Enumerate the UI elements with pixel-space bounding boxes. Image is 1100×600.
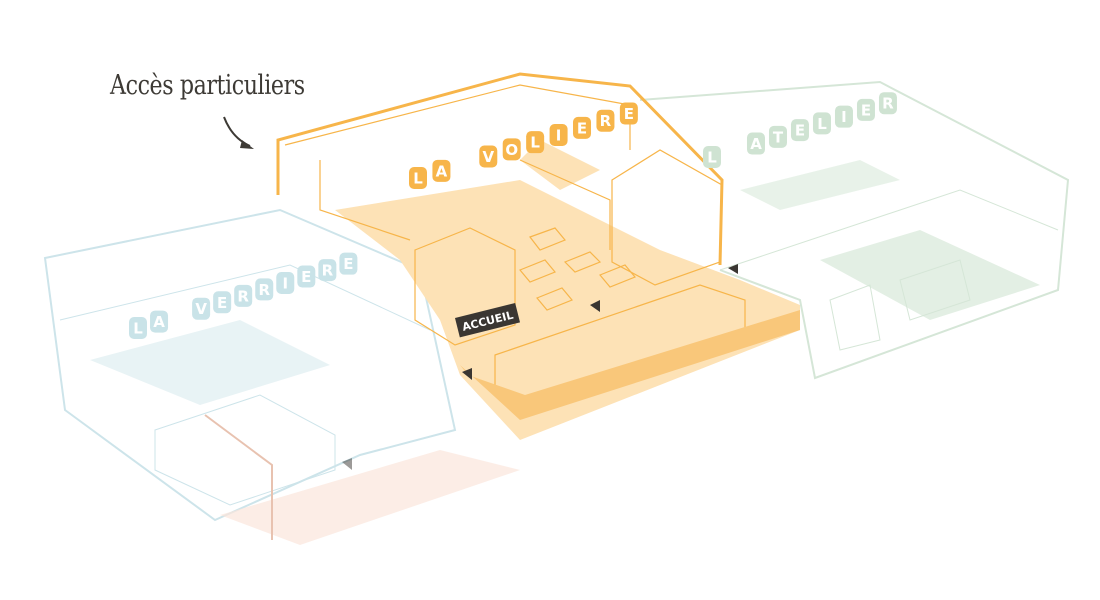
svg-text:R: R — [258, 281, 270, 299]
svg-text:A: A — [153, 313, 165, 331]
zone-label-letter: V — [479, 145, 498, 168]
zone-label-letter: ' — [732, 142, 737, 160]
zone-label-letter: I — [276, 271, 295, 294]
zone-label-letter: T — [768, 125, 787, 148]
zone-atelier[interactable] — [639, 80, 1070, 380]
svg-text:A: A — [436, 162, 448, 180]
zone-label-letter: L — [812, 112, 831, 135]
zone-label-letter: I — [834, 105, 853, 128]
svg-text:I: I — [282, 274, 288, 292]
zone-label-letter: R — [878, 92, 897, 115]
zone-verriere[interactable] — [43, 208, 457, 522]
annotation-label: Accès particuliers — [110, 70, 305, 101]
entrance-marker-icons — [342, 264, 738, 470]
svg-text:E: E — [861, 101, 871, 119]
svg-text:R: R — [882, 95, 894, 113]
svg-text:L: L — [817, 115, 827, 133]
svg-text:E: E — [217, 294, 227, 312]
svg-text:R: R — [600, 112, 612, 130]
zone-label-letter: V — [192, 297, 211, 320]
zone-voliere[interactable] — [276, 72, 800, 440]
zone-label-letter: O — [502, 138, 521, 161]
zone-label-letter: A — [746, 132, 765, 155]
svg-text:E: E — [343, 255, 353, 273]
svg-text:I: I — [841, 108, 847, 126]
zone-label-letter: E — [339, 252, 358, 275]
svg-text:V: V — [482, 148, 494, 166]
zone-label-letter: E — [213, 291, 232, 314]
svg-text:L: L — [413, 170, 423, 188]
svg-text:I: I — [556, 127, 562, 145]
svg-text:L: L — [530, 134, 540, 152]
zone-label-letter: R — [596, 109, 615, 132]
svg-text:E: E — [577, 119, 587, 137]
svg-text:V: V — [195, 300, 207, 318]
zone-label-letter: E — [856, 98, 875, 121]
zone-label-letter: R — [234, 284, 253, 307]
zone-label-letter: R — [318, 259, 337, 282]
svg-text:E: E — [624, 105, 634, 123]
zone-label-letter: A — [150, 310, 169, 333]
svg-text:R: R — [237, 287, 249, 305]
svg-text:': ' — [732, 142, 737, 160]
svg-text:L: L — [133, 320, 143, 338]
zone-label-letter: L — [409, 167, 427, 189]
zone-label-letter: E — [619, 102, 638, 125]
svg-text:A: A — [750, 135, 762, 153]
svg-text:T: T — [773, 128, 784, 146]
zone-label-letter: L — [703, 146, 721, 168]
zone-label-letter: L — [526, 131, 545, 154]
svg-text:R: R — [322, 262, 334, 280]
zone-label-letter: E — [790, 119, 809, 142]
zone-label-letter: A — [432, 159, 451, 182]
zone-label-letter: L — [129, 317, 147, 339]
zone-entrance-ground — [204, 414, 520, 545]
zone-label-letter: I — [549, 124, 568, 147]
zone-label-letter: E — [573, 116, 592, 139]
zone-label-letter: R — [255, 278, 274, 301]
svg-text:E: E — [795, 122, 805, 140]
svg-text:L: L — [707, 149, 717, 167]
svg-text:O: O — [505, 141, 518, 159]
zone-label-letter: E — [297, 265, 316, 288]
curved-arrow-icon — [223, 116, 254, 149]
svg-text:E: E — [301, 268, 311, 286]
